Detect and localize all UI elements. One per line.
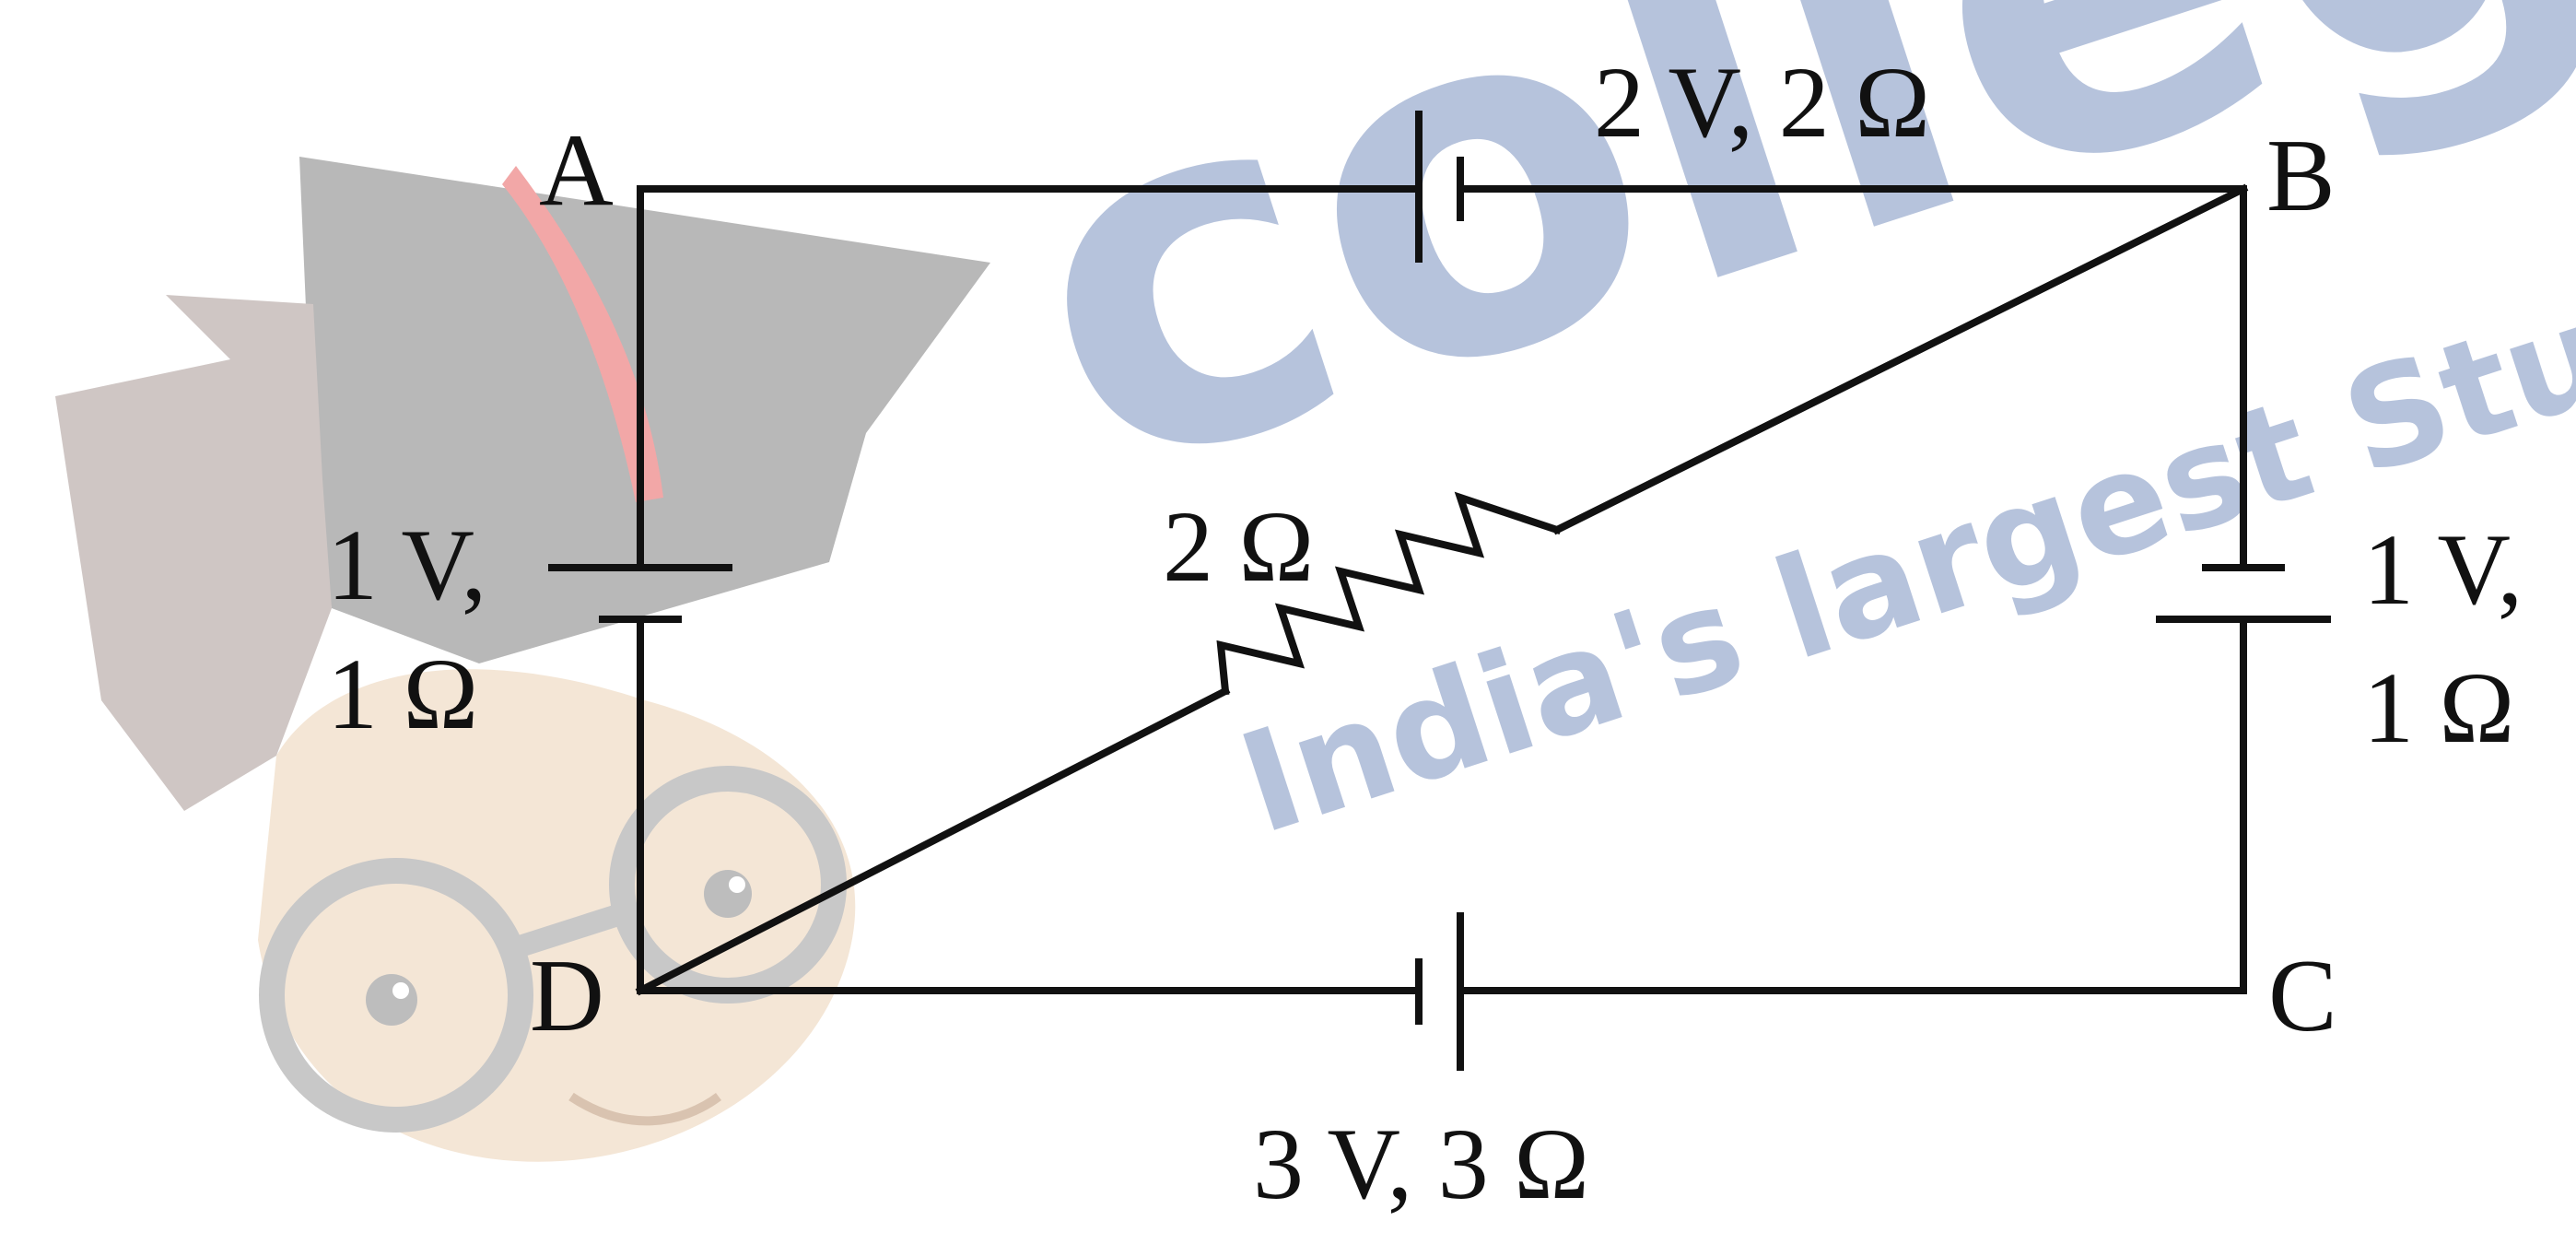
resistor-bd-zigzag bbox=[1216, 491, 1563, 696]
battery-dc bbox=[1415, 912, 1464, 1071]
watermark-mascot-glasses-bridge bbox=[508, 901, 630, 960]
battery-dc-label: 3 V, 3 Ω bbox=[1253, 1108, 1589, 1220]
wire-resistor-to-b bbox=[1551, 183, 2249, 535]
circuit-wires bbox=[635, 183, 2249, 996]
battery-bc bbox=[2156, 564, 2331, 623]
watermark-mascot-eye-left-glint bbox=[392, 982, 409, 999]
battery-bc-label-line1: 1 V, bbox=[2363, 513, 2523, 626]
node-b-label: B bbox=[2266, 119, 2336, 233]
battery-ad bbox=[548, 564, 732, 623]
watermark-mascot-eye-right bbox=[704, 870, 752, 918]
watermark-mascot-glasses-left bbox=[259, 858, 533, 1133]
watermark-mascot-tassel bbox=[502, 166, 663, 502]
battery-ab-label: 2 V, 2 Ω bbox=[1594, 46, 1930, 158]
battery-ab bbox=[1415, 111, 1464, 263]
node-a-label: A bbox=[539, 113, 614, 228]
battery-ad-label-line2: 1 Ω bbox=[327, 638, 478, 750]
watermark-mascot-hair bbox=[55, 295, 332, 811]
battery-bc-label-line2: 1 Ω bbox=[2363, 651, 2514, 764]
battery-ad-label-line1: 1 V, bbox=[327, 509, 486, 621]
wire-d-to-resistor bbox=[635, 686, 1231, 996]
watermark-mascot-mouth bbox=[568, 1092, 721, 1126]
watermark-mascot-eye-right-glint bbox=[729, 876, 745, 893]
node-d-label: D bbox=[530, 939, 604, 1053]
node-c-label: C bbox=[2268, 939, 2337, 1053]
resistor-bd-label: 2 Ω bbox=[1163, 490, 1314, 603]
watermark-mascot-eye-left bbox=[366, 974, 417, 1026]
